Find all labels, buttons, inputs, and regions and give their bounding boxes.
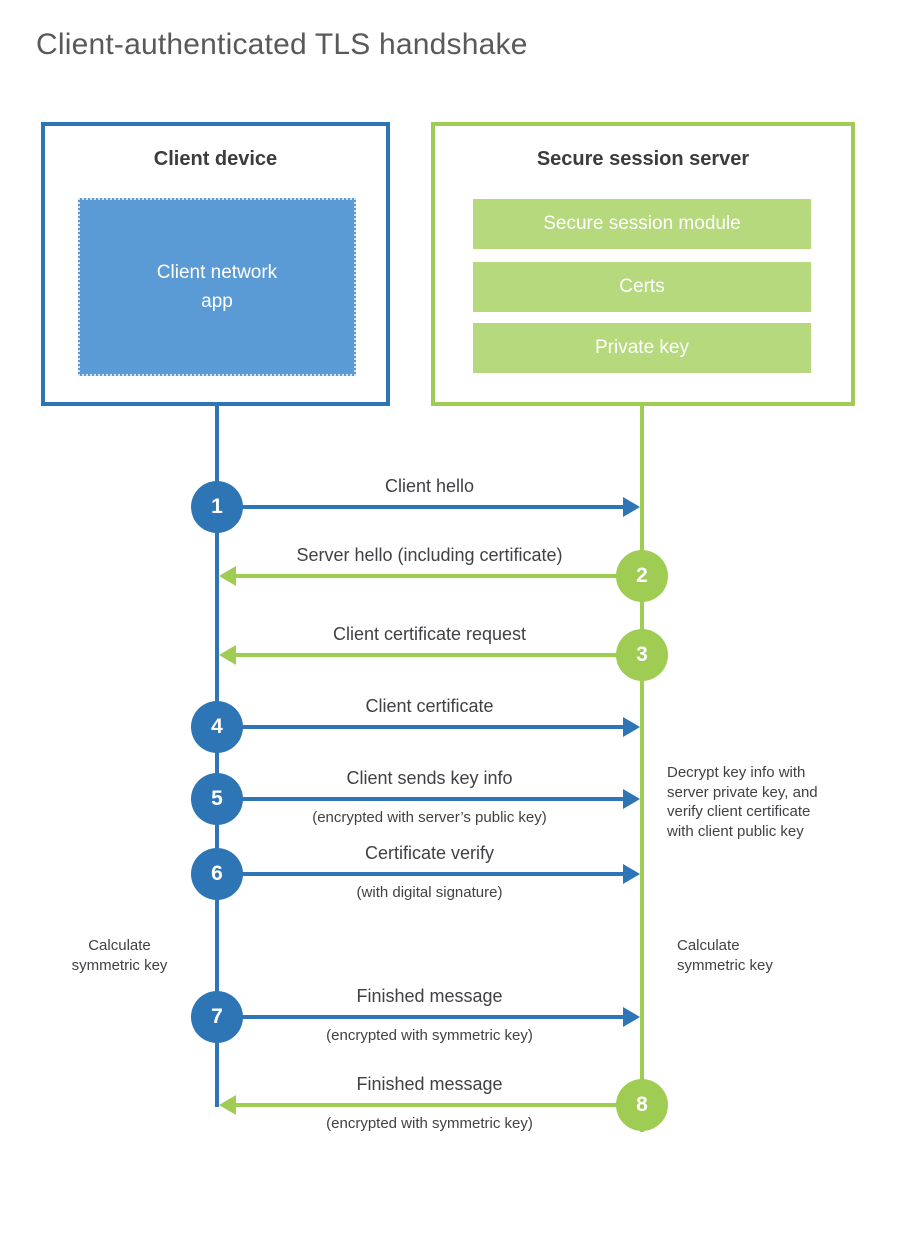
client-network-app-box: Client network app <box>78 198 356 376</box>
step-8-arrow <box>236 1103 640 1107</box>
step-8-sublabel: (encrypted with symmetric key) <box>326 1115 533 1132</box>
step-4-arrow <box>219 725 623 729</box>
step-5-arrowhead-icon <box>623 789 640 809</box>
module-bar-secure-session-module: Secure session module <box>473 199 811 249</box>
step-4-arrowhead-icon <box>623 717 640 737</box>
step-5-arrow <box>219 797 623 801</box>
step-2-label: Server hello (including certificate) <box>296 545 563 565</box>
step-1-label: Client hello <box>384 476 475 496</box>
step-1-arrow <box>219 505 623 509</box>
diagram-title: Client-authenticated TLS handshake <box>36 28 528 61</box>
client-network-app-label: Client network app <box>156 261 278 312</box>
step-3-label: Client certificate request <box>332 624 527 644</box>
note-decrypt-key-info: Decrypt key info with server private key… <box>667 764 818 840</box>
module-bar-certs: Certs <box>473 262 811 312</box>
step-3-arrow <box>236 653 640 657</box>
step-7-sublabel: (encrypted with symmetric key) <box>326 1027 533 1044</box>
step-8-arrowhead-icon <box>219 1095 236 1115</box>
secure-session-server-title: Secure session server <box>536 148 750 170</box>
step-2-arrowhead-icon <box>219 566 236 586</box>
module-bar-private-key: Private key <box>473 323 811 373</box>
step-5-sublabel: (encrypted with server’s public key) <box>312 809 547 826</box>
step-6-sublabel: (with digital signature) <box>356 884 503 901</box>
client-device-box: Client device Client network app <box>41 122 390 406</box>
step-7-label: Finished message <box>356 986 503 1006</box>
step-6-arrow <box>219 872 623 876</box>
step-6-label: Certificate verify <box>364 843 495 863</box>
client-device-title: Client device <box>153 148 278 170</box>
step-6-arrowhead-icon <box>623 864 640 884</box>
step-4-label: Client certificate <box>365 696 494 716</box>
step-3-arrowhead-icon <box>219 645 236 665</box>
step-7-arrowhead-icon <box>623 1007 640 1027</box>
client-lifeline <box>215 406 219 1107</box>
note-calculate-symmetric-key-client: Calculate symmetric key <box>71 937 168 974</box>
step-1-arrowhead-icon <box>623 497 640 517</box>
step-7-arrow <box>219 1015 623 1019</box>
note-calculate-symmetric-key-server: Calculate symmetric key <box>677 937 773 974</box>
step-5-label: Client sends key info <box>346 768 513 788</box>
secure-session-server-box: Secure session server Secure session mod… <box>431 122 855 406</box>
step-2-arrow <box>236 574 640 578</box>
step-8-label: Finished message <box>356 1074 503 1094</box>
server-lifeline <box>640 406 644 1132</box>
